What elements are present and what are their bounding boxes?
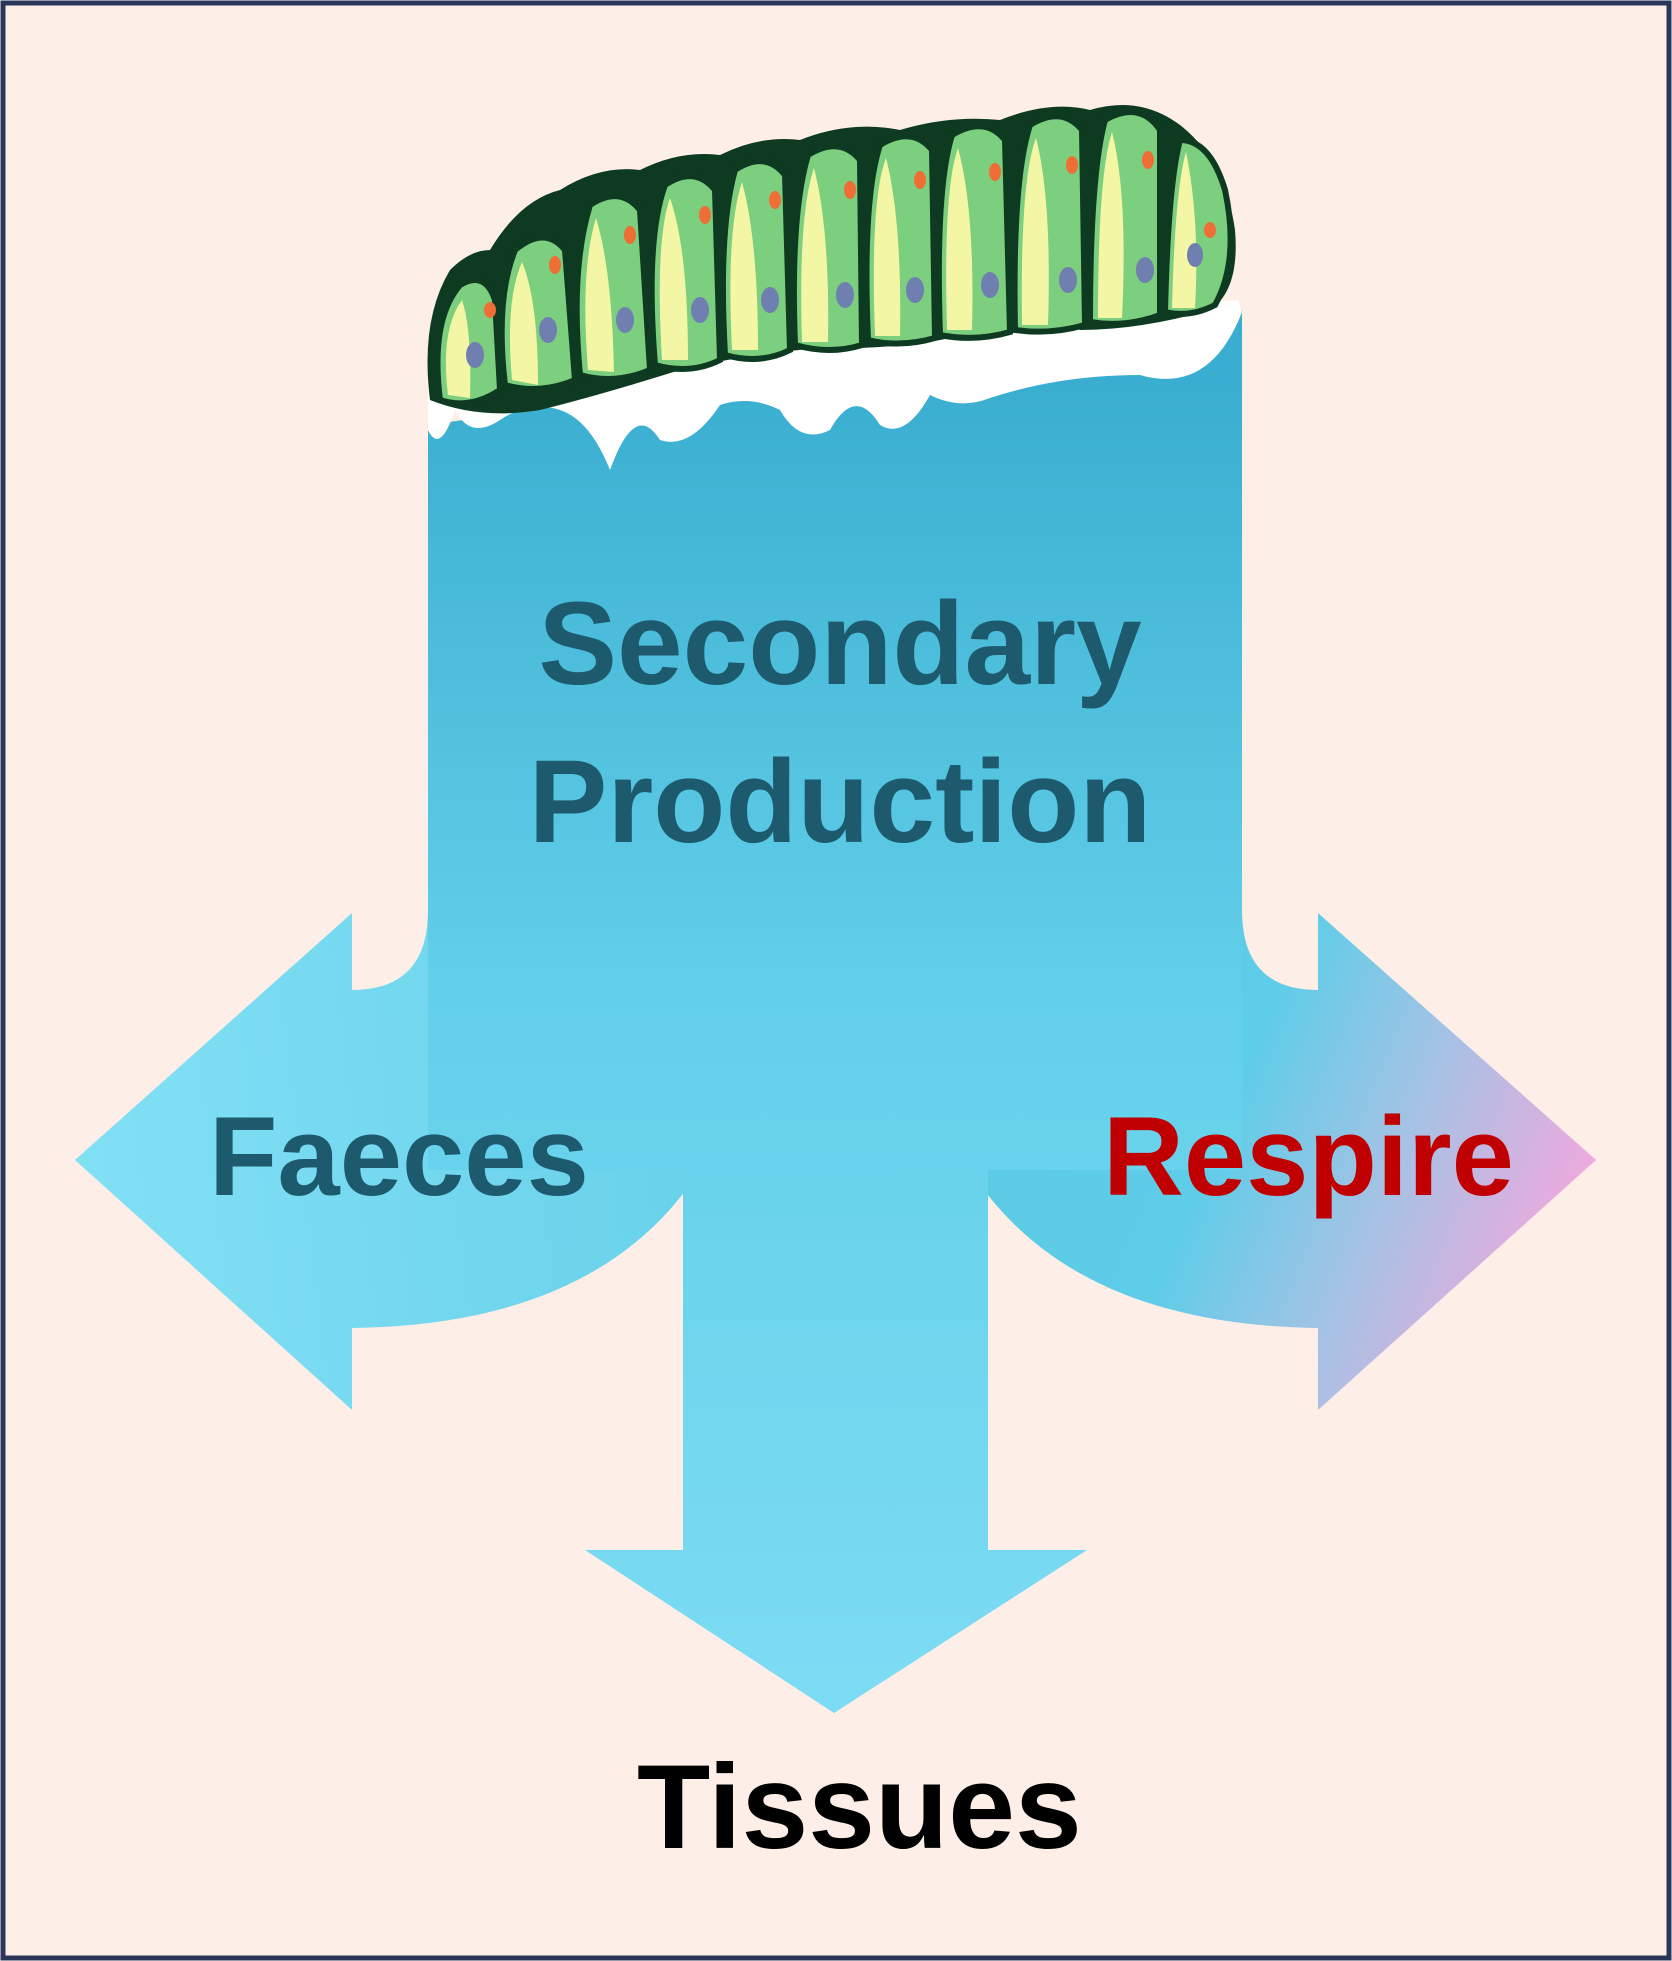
respire-label: Respire: [1103, 1094, 1514, 1219]
tissues-arrow: [428, 310, 1242, 1713]
secondary-production-line2: Production: [528, 736, 1152, 868]
caterpillar-torn-edge: [428, 300, 1242, 470]
secondary-production-label: Secondary Production: [480, 565, 1200, 881]
faeces-label: Faeces: [209, 1094, 589, 1219]
secondary-production-line1: Secondary: [538, 578, 1142, 710]
caterpillar-icon: [427, 105, 1242, 470]
caterpillar-orange-spots: [484, 151, 1216, 318]
caterpillar-stripes: [445, 132, 1197, 398]
caterpillar-blue-spots: [466, 243, 1203, 368]
tissues-label: Tissues: [637, 1740, 1082, 1874]
